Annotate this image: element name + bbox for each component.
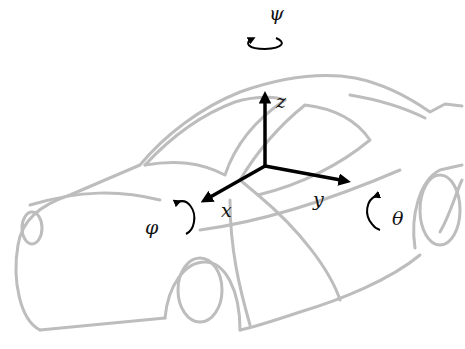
rotation-arrows <box>178 38 380 234</box>
axis-label: θ <box>392 209 403 228</box>
axis-label: z <box>276 92 286 111</box>
car-outline <box>16 76 462 330</box>
axes <box>205 96 346 200</box>
axis-label: ψ <box>269 4 284 23</box>
axis-label: x <box>221 201 232 220</box>
axis-label: φ <box>145 218 158 237</box>
axis-label: y <box>313 190 324 209</box>
